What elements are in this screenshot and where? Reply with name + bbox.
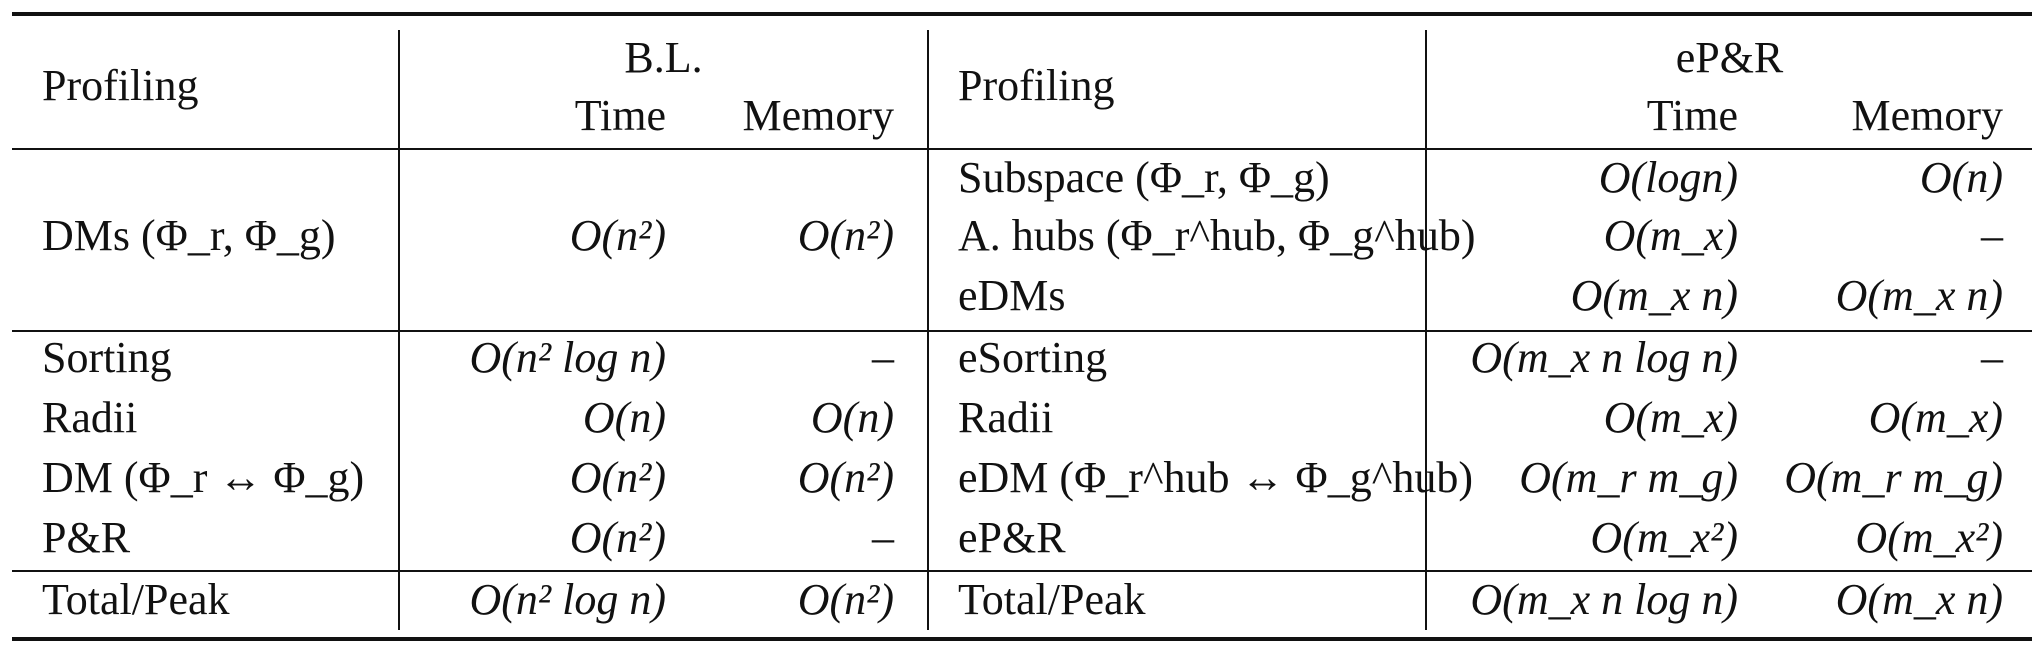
header-epr-group: eP&R: [1675, 33, 1784, 82]
right-time-edms: O(m_x n): [1570, 271, 1738, 320]
left-time-sorting: O(n² log n): [469, 333, 667, 382]
left-label-radii: Radii: [42, 393, 138, 442]
header-profiling-right: Profiling: [958, 61, 1115, 110]
right-memory-hubs: –: [1981, 211, 2003, 260]
left-memory-total: O(n²): [797, 575, 894, 624]
right-time-subspace: O(logn): [1598, 153, 1738, 202]
right-time-hubs: O(m_x): [1603, 211, 1738, 260]
right-memory-esorting: –: [1981, 333, 2003, 382]
right-memory-radii: O(m_x): [1868, 393, 2003, 442]
vrule-left: [398, 30, 400, 630]
left-label-pr: P&R: [42, 513, 131, 562]
bottom-rule: [12, 637, 2032, 641]
right-memory-subspace: O(n): [1919, 153, 2003, 202]
left-memory-radii: O(n): [810, 393, 894, 442]
right-time-edm: O(m_r m_g): [1519, 453, 1738, 502]
right-time-radii: O(m_x): [1603, 393, 1738, 442]
right-label-subspace: Subspace (Φ_r, Φ_g): [958, 153, 1330, 202]
left-time-radii: O(n): [582, 393, 666, 442]
left-time-pr: O(n²): [569, 513, 666, 562]
right-label-hubs: A. hubs (Φ_r^hub, Φ_g^hub): [958, 211, 1476, 260]
header-epr-time: Time: [1646, 91, 1738, 140]
top-rule: [12, 12, 2032, 16]
right-label-edm: eDM (Φ_r^hub ↔ Φ_g^hub): [958, 453, 1474, 502]
left-time-dm: O(n²): [569, 453, 666, 502]
header-rule: [12, 148, 2032, 150]
right-time-esorting: O(m_x n log n): [1470, 333, 1738, 382]
left-label-dm: DM (Φ_r ↔ Φ_g): [42, 453, 365, 502]
right-label-esorting: eSorting: [958, 333, 1108, 382]
header-bl-memory: Memory: [742, 91, 894, 140]
right-time-epr: O(m_x²): [1590, 513, 1738, 562]
header-profiling-left: Profiling: [42, 61, 199, 110]
left-label-total: Total/Peak: [42, 575, 230, 624]
right-memory-edm: O(m_r m_g): [1784, 453, 2003, 502]
right-label-total: Total/Peak: [958, 575, 1146, 624]
left-label-sorting: Sorting: [42, 333, 172, 382]
header-bl-group: B.L.: [624, 33, 703, 82]
right-memory-total: O(m_x n): [1835, 575, 2003, 624]
left-memory-sorting: –: [872, 333, 894, 382]
right-label-radii: Radii: [958, 393, 1054, 442]
right-label-epr: eP&R: [958, 513, 1066, 562]
right-time-total: O(m_x n log n): [1470, 575, 1738, 624]
right-memory-edms: O(m_x n): [1835, 271, 2003, 320]
left-time-dms: O(n²): [569, 211, 666, 260]
header-bl-time: Time: [574, 91, 666, 140]
vrule-middle: [927, 30, 929, 630]
vrule-right: [1425, 30, 1427, 630]
left-memory-dm: O(n²): [797, 453, 894, 502]
right-label-edms: eDMs: [958, 271, 1066, 320]
left-memory-pr: –: [872, 513, 894, 562]
left-memory-dms: O(n²): [797, 211, 894, 260]
header-epr-memory: Memory: [1851, 91, 2003, 140]
total-rule: [12, 570, 2032, 572]
left-label-dms: DMs (Φ_r, Φ_g): [42, 211, 336, 260]
left-time-total: O(n² log n): [469, 575, 667, 624]
right-memory-epr: O(m_x²): [1855, 513, 2003, 562]
section-rule: [12, 330, 2032, 332]
